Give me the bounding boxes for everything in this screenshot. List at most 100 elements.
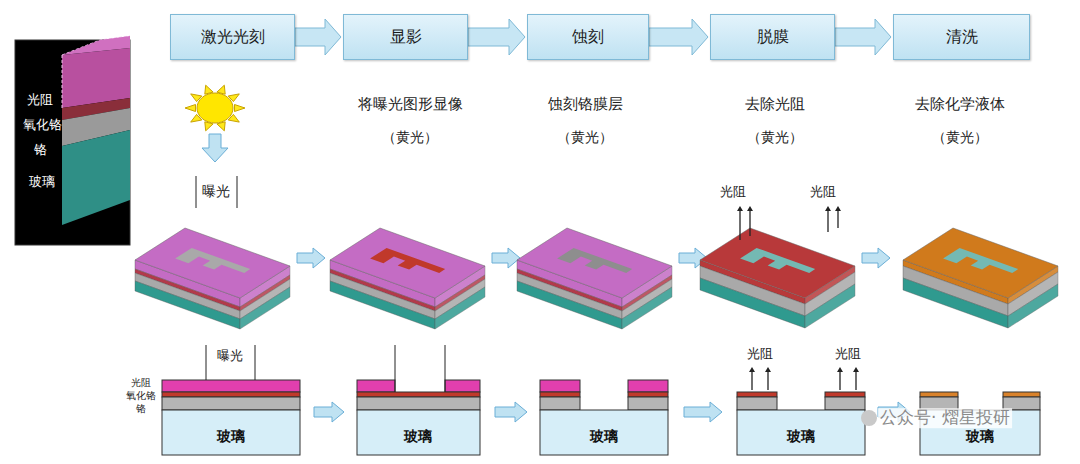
photoresist-layer (62, 48, 130, 108)
process-step-box: 显影 (343, 14, 468, 60)
f-pattern (175, 248, 250, 273)
film-layer (162, 380, 300, 392)
exposure-line (196, 176, 197, 208)
substrate-label: 玻璃 (217, 428, 245, 444)
step-title: 脱膜 (757, 27, 789, 48)
dashed-edge (62, 55, 63, 108)
part-label: 光阻 (720, 185, 746, 200)
process-step-box: 脱膜 (710, 14, 835, 60)
lift-arrow-head (837, 367, 843, 372)
glass-substrate (162, 410, 300, 455)
layer-name: 光阻 (131, 377, 151, 389)
film-layer (628, 392, 668, 397)
lift-arrow (739, 210, 740, 240)
block-top (700, 228, 855, 298)
lift-arrow-head (737, 206, 743, 211)
film-layer (445, 380, 480, 392)
layer-name: 铬 (136, 403, 146, 415)
exposure-label: 曝光 (217, 349, 243, 364)
sun-ray (185, 105, 196, 112)
watermark-icon (861, 410, 877, 426)
glass-substrate (737, 410, 865, 455)
substrate-label: 玻璃 (787, 428, 815, 444)
sun-ray (235, 105, 246, 112)
step-description: 蚀刻铬膜层 (548, 96, 623, 113)
lift-arrow-head (765, 367, 771, 372)
step-note: （黄光） (932, 129, 988, 145)
step-note: （黄光） (557, 129, 613, 145)
lift-arrow (837, 210, 838, 228)
film-layer (357, 397, 480, 410)
substrate-label: 玻璃 (404, 428, 432, 444)
layer-name: 铬 (34, 143, 47, 158)
lift-arrow-head (747, 206, 753, 211)
dashed-edge (62, 36, 130, 55)
exposure-line (206, 345, 207, 380)
film-layer (737, 397, 777, 410)
lift-arrow-head (835, 206, 841, 211)
film-layer (825, 392, 865, 397)
photoresist-top (62, 36, 130, 55)
flow-arrow (684, 402, 722, 422)
step-arrow (297, 248, 325, 268)
block-top (330, 228, 485, 298)
flow-connector (468, 19, 525, 55)
block-top (903, 228, 1058, 298)
process-step-box: 激光光刻 (170, 14, 295, 60)
lift-arrow-head (825, 206, 831, 211)
glass-substrate (540, 410, 668, 455)
layer-panel (15, 40, 130, 245)
lift-arrow (751, 371, 752, 390)
film-layer (540, 392, 580, 397)
process-step-box: 蚀刻 (527, 14, 649, 60)
film-layer (540, 380, 580, 392)
step-description: 去除光阻 (745, 96, 805, 113)
step-title: 激光光刻 (201, 27, 265, 48)
layer-name: 光阻 (27, 93, 53, 108)
exposure-line (395, 345, 396, 392)
exposure-line (237, 176, 238, 208)
step-note: （黄光） (747, 129, 803, 145)
step-arrow (492, 248, 520, 268)
film-layer (162, 397, 300, 410)
flow-connector (295, 19, 341, 55)
lift-arrow (839, 371, 840, 390)
exposure-line (445, 345, 446, 392)
exposure-label: 曝光 (202, 183, 230, 199)
step-title: 蚀刻 (572, 27, 604, 48)
f-pattern (943, 248, 1018, 273)
f-pattern (557, 248, 632, 273)
flow-arrow (314, 402, 344, 422)
part-label: 光阻 (810, 185, 836, 200)
f-pattern (370, 248, 445, 273)
f-pattern (740, 248, 815, 273)
film-layer (162, 392, 300, 397)
film-layer (1003, 392, 1040, 397)
flow-arrow (495, 402, 527, 422)
process-step-box: 清洗 (893, 14, 1030, 60)
exposure-line (255, 345, 256, 380)
lift-arrow (827, 210, 828, 232)
flow-connector (835, 19, 891, 55)
step-title: 显影 (390, 27, 422, 48)
film-layer (357, 392, 480, 397)
part-label: 光阻 (835, 347, 861, 362)
block-top (135, 228, 290, 298)
lift-arrow (749, 210, 750, 236)
part-label: 光阻 (747, 347, 773, 362)
lift-arrow (767, 371, 768, 390)
layer-name: 氧化铬 (126, 390, 156, 402)
lift-arrow (855, 371, 856, 390)
film-layer (825, 397, 865, 410)
film-layer (540, 397, 580, 410)
block-top (517, 228, 672, 298)
down-arrow (202, 134, 228, 162)
lift-arrow-head (749, 367, 755, 372)
watermark: 公众号· 熠星投研 (878, 408, 1012, 428)
film-layer (628, 380, 668, 392)
substrate-label: 玻璃 (590, 428, 618, 444)
step-arrow (862, 248, 890, 268)
